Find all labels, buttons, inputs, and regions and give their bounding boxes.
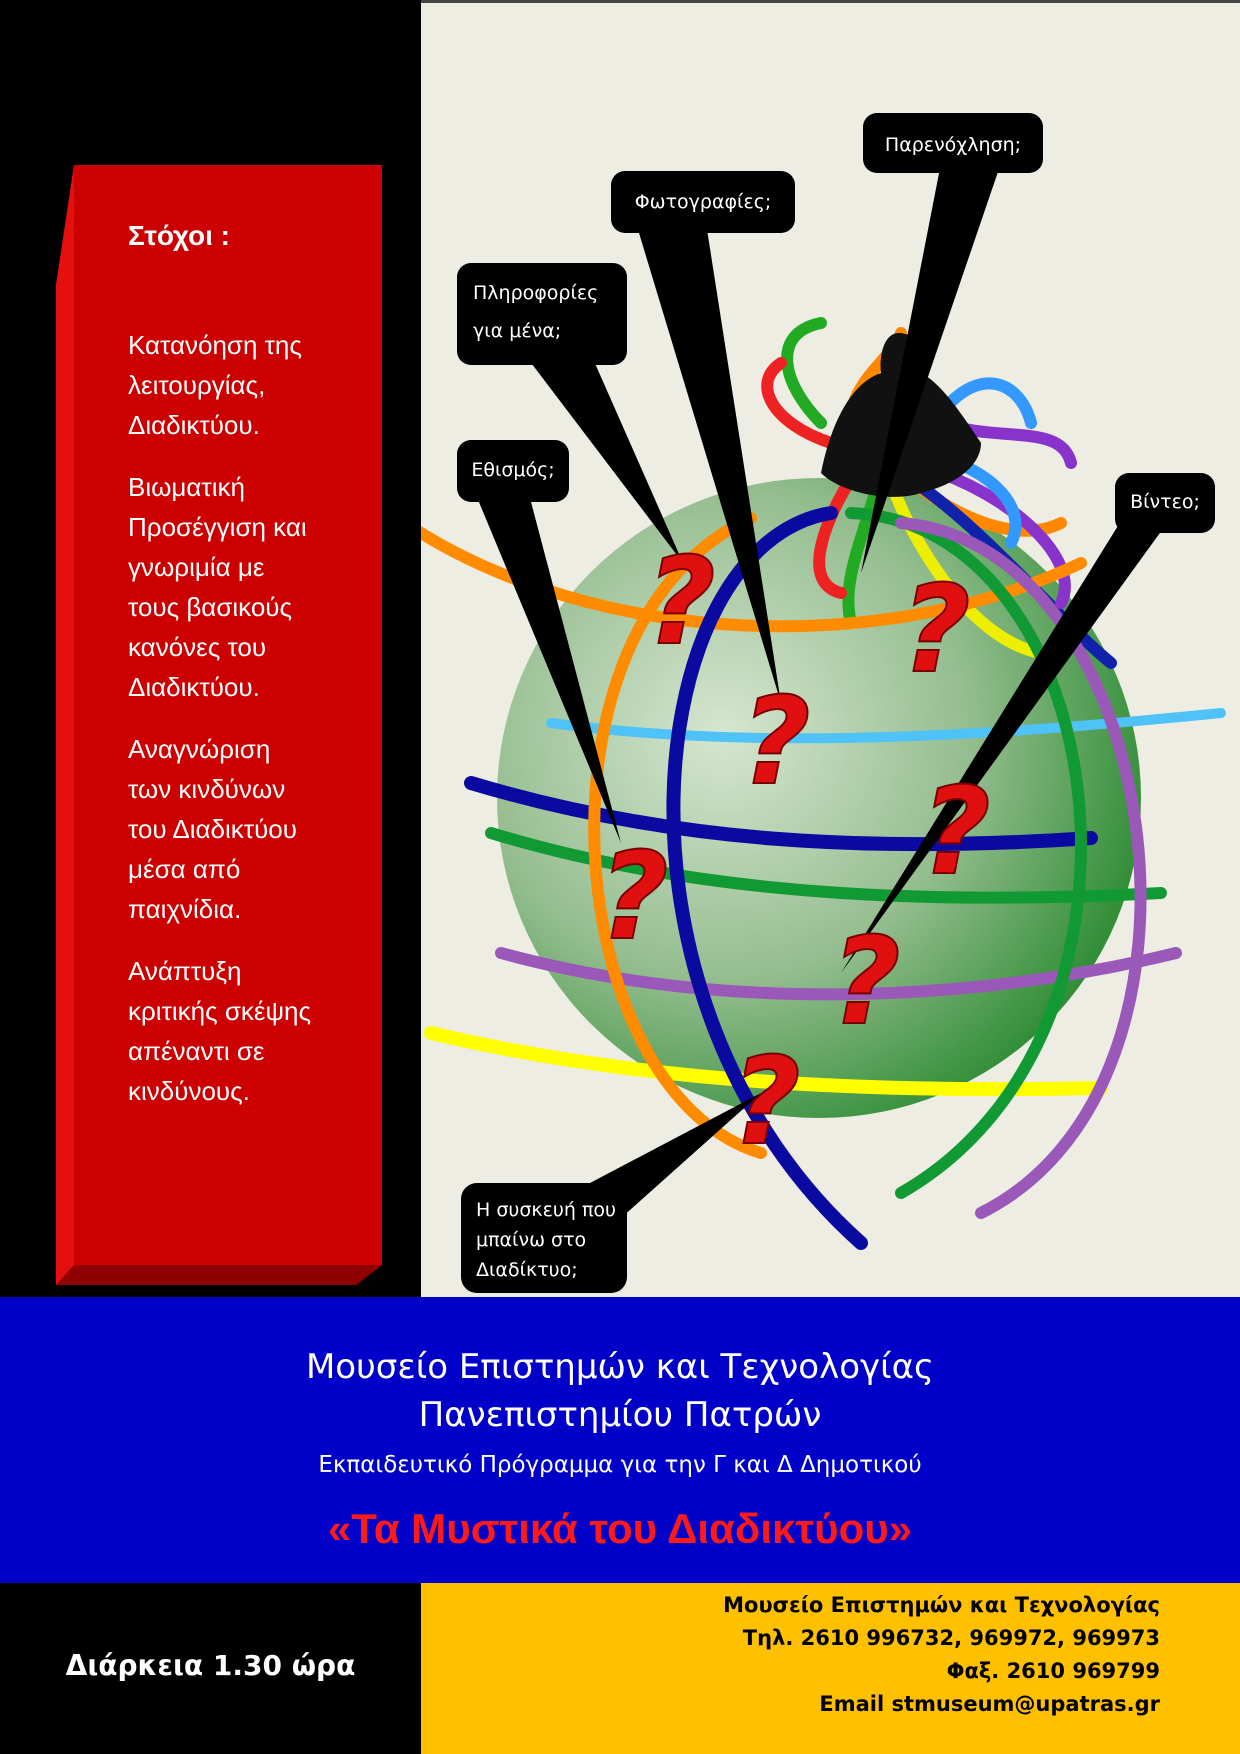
svg-text:Εθισμός;: Εθισμός; bbox=[471, 459, 554, 481]
globe-illustration: Παρενόχληση; Φωτογραφίες; Πληροφορίες γι… bbox=[421, 0, 1240, 1297]
question-mark: ? bbox=[901, 561, 971, 700]
svg-text:Παρενόχληση;: Παρενόχληση; bbox=[885, 134, 1021, 156]
contact-email: Email stmuseum@upatras.gr bbox=[819, 1692, 1160, 1716]
bubble-info: Πληροφορίες για μένα; bbox=[457, 263, 683, 563]
goal-item: Αναγνώριση των κινδύνων του Διαδικτύου μ… bbox=[128, 734, 297, 924]
program-subtitle: Εκπαιδευτικό Πρόγραμμα για την Γ και Δ Δ… bbox=[318, 1452, 922, 1478]
svg-text:Πληροφορίες: Πληροφορίες bbox=[473, 282, 598, 304]
goal-item: Κατανόηση της λειτουργίας, Διαδικτύου. bbox=[128, 330, 302, 440]
question-mark: ? bbox=[599, 828, 669, 967]
question-mark: ? bbox=[921, 763, 991, 902]
contact-lines: Μουσείο Επιστημών και Τεχνολογίας Τηλ. 2… bbox=[723, 1589, 1160, 1721]
goal-item: Ανάπτυξη κριτικής σκέψης απέναντι σε κιν… bbox=[128, 956, 311, 1106]
question-mark: ? bbox=[731, 1033, 801, 1172]
svg-text:μπαίνω στο: μπαίνω στο bbox=[476, 1229, 586, 1251]
globe-illustration-svg: Παρενόχληση; Φωτογραφίες; Πληροφορίες γι… bbox=[421, 113, 1226, 1293]
question-marks: ? ? ? ? ? ? ? bbox=[598, 532, 992, 1173]
svg-text:Φωτογραφίες;: Φωτογραφίες; bbox=[635, 191, 772, 213]
question-mark: ? bbox=[831, 913, 901, 1052]
duration-text: Διάρκεια 1.30 ώρα bbox=[65, 1649, 356, 1682]
question-mark: ? bbox=[741, 673, 811, 812]
contact-fax: Φαξ. 2610 969799 bbox=[946, 1659, 1160, 1683]
bubble-photos: Φωτογραφίες; bbox=[611, 171, 795, 703]
left-column: Στόχοι : Κατανόηση της λειτουργίας, Διαδ… bbox=[0, 0, 421, 1297]
contact-box: Μουσείο Επιστημών και Τεχνολογίας Τηλ. 2… bbox=[421, 1583, 1240, 1754]
goal-item: Βιωματική Προσέγγιση και γνωριμία με του… bbox=[128, 472, 307, 702]
museum-band: Μουσείο Επιστημών και Τεχνολογίας Πανεπι… bbox=[0, 1297, 1240, 1583]
program-title: «Τα Μυστικά του Διαδικτύου» bbox=[327, 1505, 913, 1552]
goals-panel-shape bbox=[56, 165, 382, 1285]
meridian-rings bbox=[588, 506, 1147, 1250]
svg-text:Βίντεο;: Βίντεο; bbox=[1130, 491, 1200, 513]
contact-phone: Τηλ. 2610 996732, 969972, 969973 bbox=[742, 1626, 1160, 1650]
svg-text:Η συσκευή που: Η συσκευή που bbox=[476, 1199, 616, 1221]
bubble-harassment: Παρενόχληση; bbox=[861, 113, 1043, 573]
duration-box: Διάρκεια 1.30 ώρα bbox=[0, 1583, 421, 1754]
contact-museum: Μουσείο Επιστημών και Τεχνολογίας bbox=[723, 1593, 1160, 1617]
bubble-addiction: Εθισμός; bbox=[457, 440, 621, 843]
globe bbox=[497, 478, 1141, 1118]
bubble-device: Η συσκευή που μπαίνω στο Διαδίκτυο; bbox=[461, 1093, 761, 1293]
svg-text:Διαδίκτυο;: Διαδίκτυο; bbox=[476, 1259, 578, 1281]
goals-panel: Στόχοι : Κατανόηση της λειτουργίας, Διαδ… bbox=[56, 165, 382, 1285]
goals-title: Στόχοι : bbox=[128, 220, 231, 251]
goals-list: Κατανόηση της λειτουργίας, Διαδικτύου. Β… bbox=[128, 325, 368, 1133]
svg-text:για μένα;: για μένα; bbox=[473, 320, 561, 342]
bubble-video: Βίντεο; bbox=[841, 473, 1215, 973]
museum-name: Μουσείο Επιστημών και Τεχνολογίας Πανεπι… bbox=[305, 1347, 935, 1435]
question-mark: ? bbox=[646, 533, 716, 672]
